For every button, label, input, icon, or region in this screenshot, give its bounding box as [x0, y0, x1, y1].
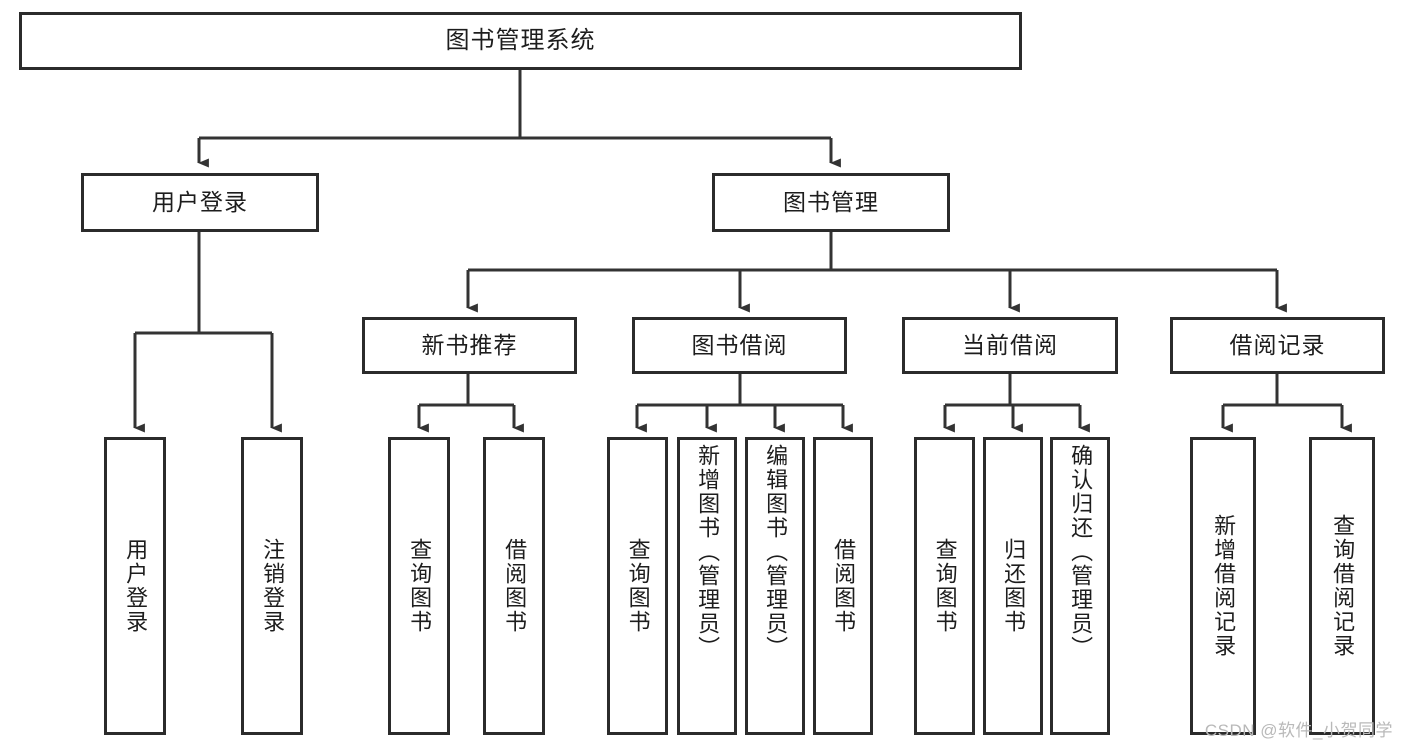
node-leaf-query-book-2-label: 查询图书 — [625, 538, 651, 634]
node-user-login[interactable]: 用户登录 — [81, 173, 319, 232]
node-new-book-recommend-label: 新书推荐 — [421, 332, 518, 359]
node-leaf-add-book-label: 新增图书（管理员） — [695, 444, 721, 660]
node-leaf-logout[interactable]: 注销登录 — [241, 437, 303, 735]
node-root[interactable]: 图书管理系统 — [19, 12, 1022, 70]
node-book-borrow-label: 图书借阅 — [691, 332, 788, 359]
node-leaf-user-login[interactable]: 用户登录 — [104, 437, 166, 735]
node-leaf-add-book[interactable]: 新增图书（管理员） — [677, 437, 737, 735]
node-leaf-query-book-3[interactable]: 查询图书 — [914, 437, 975, 735]
node-leaf-confirm-return[interactable]: 确认归还（管理员） — [1050, 437, 1110, 735]
node-leaf-query-record-label: 查询借阅记录 — [1330, 514, 1356, 658]
node-book-manage-label: 图书管理 — [783, 189, 879, 216]
node-leaf-logout-label: 注销登录 — [260, 538, 286, 634]
node-leaf-return-book[interactable]: 归还图书 — [983, 437, 1043, 735]
node-book-manage[interactable]: 图书管理 — [712, 173, 950, 232]
node-book-borrow[interactable]: 图书借阅 — [632, 317, 847, 374]
node-current-borrow[interactable]: 当前借阅 — [902, 317, 1118, 374]
node-root-label: 图书管理系统 — [445, 27, 596, 55]
node-leaf-return-book-label: 归还图书 — [1001, 538, 1027, 634]
node-leaf-edit-book[interactable]: 编辑图书（管理员） — [745, 437, 805, 735]
csdn-watermark: CSDN @软件_小贺同学 — [1204, 721, 1393, 740]
node-leaf-borrow-book-1[interactable]: 借阅图书 — [483, 437, 545, 735]
node-borrow-record[interactable]: 借阅记录 — [1170, 317, 1385, 374]
node-leaf-query-book-1[interactable]: 查询图书 — [388, 437, 450, 735]
node-leaf-borrow-book-2-label: 借阅图书 — [831, 538, 857, 634]
node-leaf-query-book-1-label: 查询图书 — [407, 538, 433, 634]
node-user-login-label: 用户登录 — [152, 189, 248, 216]
node-leaf-user-login-label: 用户登录 — [123, 538, 149, 634]
node-leaf-confirm-return-label: 确认归还（管理员） — [1068, 444, 1094, 660]
node-leaf-query-book-3-label: 查询图书 — [932, 538, 958, 634]
node-leaf-add-record[interactable]: 新增借阅记录 — [1190, 437, 1256, 735]
node-leaf-query-book-2[interactable]: 查询图书 — [607, 437, 668, 735]
node-current-borrow-label: 当前借阅 — [962, 332, 1058, 359]
node-leaf-query-record[interactable]: 查询借阅记录 — [1309, 437, 1375, 735]
node-leaf-borrow-book-1-label: 借阅图书 — [502, 538, 528, 634]
node-leaf-edit-book-label: 编辑图书（管理员） — [763, 444, 789, 660]
node-new-book-recommend[interactable]: 新书推荐 — [362, 317, 577, 374]
node-borrow-record-label: 借阅记录 — [1229, 332, 1326, 359]
node-leaf-add-record-label: 新增借阅记录 — [1211, 514, 1237, 658]
node-leaf-borrow-book-2[interactable]: 借阅图书 — [813, 437, 873, 735]
